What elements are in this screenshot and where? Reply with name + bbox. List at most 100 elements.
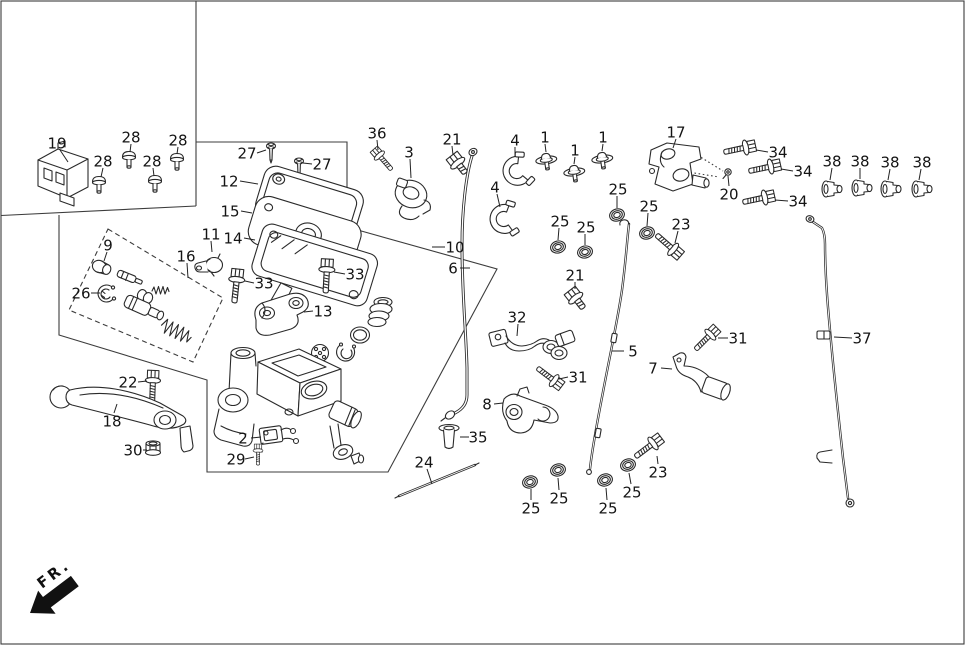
part-label-12: 12: [219, 173, 238, 191]
top-left-box-bottom-edge: [0, 205, 197, 217]
part-leader-14: [243, 237, 256, 241]
part-label-9: 9: [103, 237, 113, 255]
piston-kit-box-dashed-outline: [68, 228, 224, 363]
part-label-25: 25: [576, 219, 595, 237]
part-leader-38: [829, 167, 833, 181]
part-leader-8: [493, 402, 504, 405]
part-4-drawing: [496, 148, 538, 194]
assembly-box-outline: [58, 141, 498, 473]
part-6-cable-drawing: [440, 147, 478, 422]
part-leader-18: [113, 403, 118, 414]
part-23-drawing: [630, 430, 667, 464]
part-label-25: 25: [608, 181, 627, 199]
part-label-29: 29: [226, 451, 245, 469]
part-label-25: 25: [639, 198, 658, 216]
part-label-25: 25: [622, 484, 641, 502]
part-label-25: 25: [521, 500, 540, 518]
part-leader-25: [605, 487, 608, 501]
cylinder-internals-drawing: [310, 296, 393, 363]
part-32-drawing: [488, 328, 576, 361]
part-1-drawing: [534, 151, 559, 172]
part-8-drawing: [501, 386, 559, 434]
part-leader-29: [244, 456, 255, 460]
part-30-drawing: [144, 440, 162, 456]
part-leader-20: [727, 175, 730, 187]
part-label-28: 28: [142, 153, 161, 171]
part-leader-34: [780, 168, 794, 172]
part-leader-33: [244, 280, 255, 284]
part-33-drawing: [225, 267, 247, 305]
part-11-drawing: [194, 253, 224, 277]
part-label-3: 3: [404, 144, 414, 162]
part-leader-12: [239, 180, 259, 185]
part-label-38: 38: [850, 153, 869, 171]
part-19-drawing: [37, 140, 89, 207]
part-label-1: 1: [598, 129, 608, 147]
master-cylinder-body-drawing: [213, 346, 365, 465]
part-7-drawing: [672, 352, 731, 401]
part-label-17: 17: [666, 124, 685, 142]
part-label-22: 22: [118, 374, 137, 392]
part-label-38: 38: [822, 153, 841, 171]
part-label-25: 25: [550, 213, 569, 231]
part-label-23: 23: [648, 464, 667, 482]
piston-kit-internals-drawing: [116, 269, 192, 343]
part-24-rod-drawing: [394, 462, 480, 499]
part-label-33: 33: [345, 266, 364, 284]
part-leader-23: [674, 230, 679, 244]
part-leader-24: [426, 468, 433, 485]
part-18-drawing: [49, 385, 194, 453]
part-label-18: 18: [102, 413, 121, 431]
part-31-drawing: [532, 361, 567, 393]
part-label-30: 30: [123, 442, 142, 460]
fr-direction-indicator: FR.: [30, 556, 79, 614]
part-label-36: 36: [367, 125, 386, 143]
part-label-15: 15: [220, 203, 239, 221]
fr-arrow-icon: [30, 575, 79, 614]
part-leader-38: [887, 168, 891, 181]
part-label-4: 4: [510, 132, 520, 150]
part-label-34: 34: [768, 144, 787, 162]
part-labels-layer: 1928282828272712151411169263632110644111…: [47, 124, 931, 518]
part-label-34: 34: [793, 163, 812, 181]
part-label-38: 38: [880, 154, 899, 172]
part-label-6: 6: [448, 260, 458, 278]
part-label-24: 24: [414, 454, 433, 472]
part-leader-2: [250, 436, 262, 439]
part-leader-13: [303, 310, 314, 313]
part-leader-25: [557, 227, 560, 241]
part-37-rod-drawing: [805, 215, 855, 508]
part-leader-1: [573, 156, 576, 165]
part-leader-34: [774, 199, 789, 202]
part-leader-23: [656, 455, 659, 465]
part-34-drawing: [721, 137, 758, 161]
part-31-drawing: [689, 322, 723, 356]
part-label-32: 32: [507, 309, 526, 327]
part-leader-7: [660, 367, 673, 370]
part-leader-28: [100, 167, 104, 178]
part-1-drawing: [562, 163, 587, 184]
part-label-5: 5: [628, 343, 638, 361]
part-label-31: 31: [728, 330, 747, 348]
part-label-14: 14: [223, 230, 242, 248]
part-leader-38: [918, 168, 922, 181]
part-38-drawing: [911, 180, 933, 198]
part-label-35: 35: [468, 429, 487, 447]
part-label-8: 8: [482, 396, 492, 414]
part-label-19: 19: [47, 135, 66, 153]
part-leader-32: [516, 323, 519, 337]
part-leader-28: [176, 146, 179, 155]
part-35-drawing: [438, 423, 460, 450]
part-3-drawing: [394, 177, 431, 221]
part-label-7: 7: [648, 360, 658, 378]
part-leader-27: [302, 162, 313, 165]
part-leader-1: [544, 143, 547, 153]
part-label-16: 16: [176, 248, 195, 266]
part-17-drawing: [648, 142, 710, 192]
part-26-drawing: [97, 284, 117, 303]
part-13-drawing: [254, 292, 309, 336]
part-38-drawing: [851, 179, 873, 197]
